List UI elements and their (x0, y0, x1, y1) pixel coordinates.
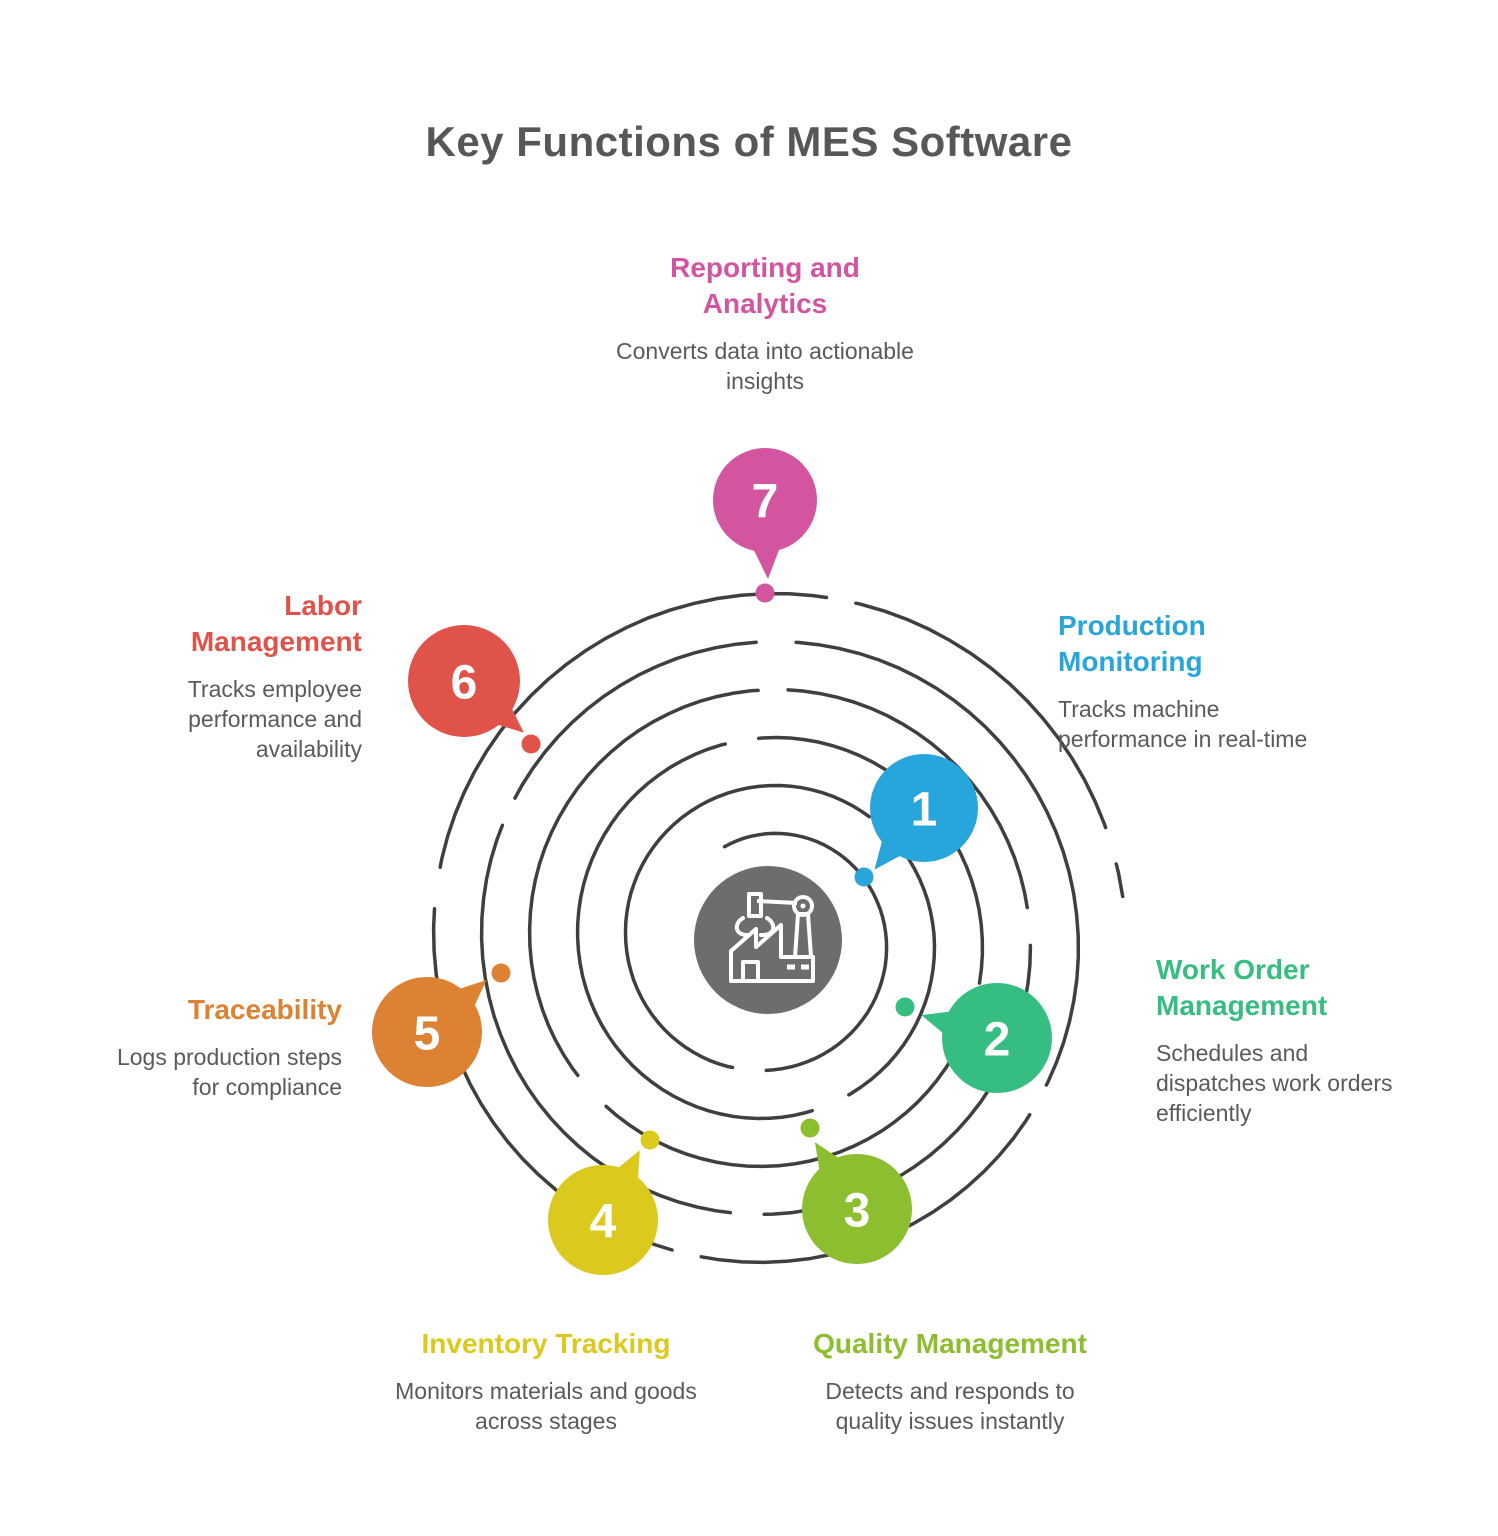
pin-2-number: 2 (984, 1014, 1011, 1067)
dot-3 (800, 1118, 820, 1138)
pin-1-circle (870, 754, 978, 862)
pin-3-circle (802, 1154, 912, 1264)
dot-4 (640, 1130, 660, 1150)
pin-4: 4 (548, 1150, 658, 1275)
label-labor-management: Labor Management Tracks employee perform… (62, 588, 362, 765)
pin-7-circle (713, 448, 817, 552)
label-work-order-management-title: Work Order Management (1156, 954, 1328, 1021)
pin-4-number: 4 (590, 1196, 617, 1249)
pin-7-number: 7 (752, 476, 779, 529)
label-inventory-tracking-description: Monitors materials and goods across stag… (395, 1377, 697, 1435)
pin-6: 6 (408, 625, 524, 737)
pin-1-number: 1 (911, 784, 938, 837)
pin-5-circle (372, 977, 482, 1087)
pin-6-circle (408, 625, 520, 737)
label-reporting-analytics-title: Reporting and Analytics (670, 252, 860, 319)
label-traceability-title: Traceability (187, 994, 342, 1025)
label-production-monitoring-title: Production Monitoring (1058, 610, 1206, 677)
pin-5: 5 (372, 977, 487, 1087)
label-inventory-tracking: Inventory Tracking Monitors materials an… (346, 1326, 746, 1437)
factory-robot-arm-icon (729, 892, 815, 983)
label-inventory-tracking-title: Inventory Tracking (421, 1328, 671, 1359)
label-traceability: Traceability Logs production steps for c… (42, 992, 342, 1103)
center-hub (694, 866, 842, 1014)
dot-2 (895, 997, 915, 1017)
pin-1: 1 (870, 754, 978, 870)
pin-6-number: 6 (451, 657, 478, 710)
label-quality-management: Quality Management Detects and responds … (750, 1326, 1150, 1437)
pin-2-circle (942, 983, 1052, 1093)
dot-1 (854, 867, 874, 887)
label-quality-management-title: Quality Management (813, 1328, 1087, 1359)
pin-3-number: 3 (844, 1185, 871, 1238)
pin-7: 7 (713, 448, 817, 579)
label-reporting-analytics: Reporting and Analytics Converts data in… (565, 250, 965, 396)
pin-5-number: 5 (414, 1008, 441, 1061)
dot-6 (521, 734, 541, 754)
label-labor-management-title: Labor Management (190, 590, 362, 657)
label-production-monitoring-description: Tracks machine performance in real-time (1058, 695, 1308, 753)
label-labor-management-description: Tracks employee performance and availabi… (187, 675, 362, 763)
label-production-monitoring: Production Monitoring Tracks machine per… (1058, 608, 1368, 754)
dot-5 (491, 963, 511, 983)
label-quality-management-description: Detects and responds to quality issues i… (825, 1377, 1075, 1435)
dot-7 (755, 583, 775, 603)
label-reporting-analytics-description: Converts data into actionable insights (616, 337, 914, 395)
label-work-order-management: Work Order Management Schedules and disp… (1156, 952, 1466, 1129)
label-traceability-description: Logs production steps for compliance (116, 1043, 342, 1101)
pin-3: 3 (802, 1142, 912, 1264)
pin-4-circle (548, 1165, 658, 1275)
pin-2: 2 (921, 983, 1052, 1093)
label-work-order-management-description: Schedules and dispatches work orders eff… (1156, 1039, 1393, 1127)
page-title: Key Functions of MES Software (425, 118, 1073, 165)
center-circle (694, 866, 842, 1014)
